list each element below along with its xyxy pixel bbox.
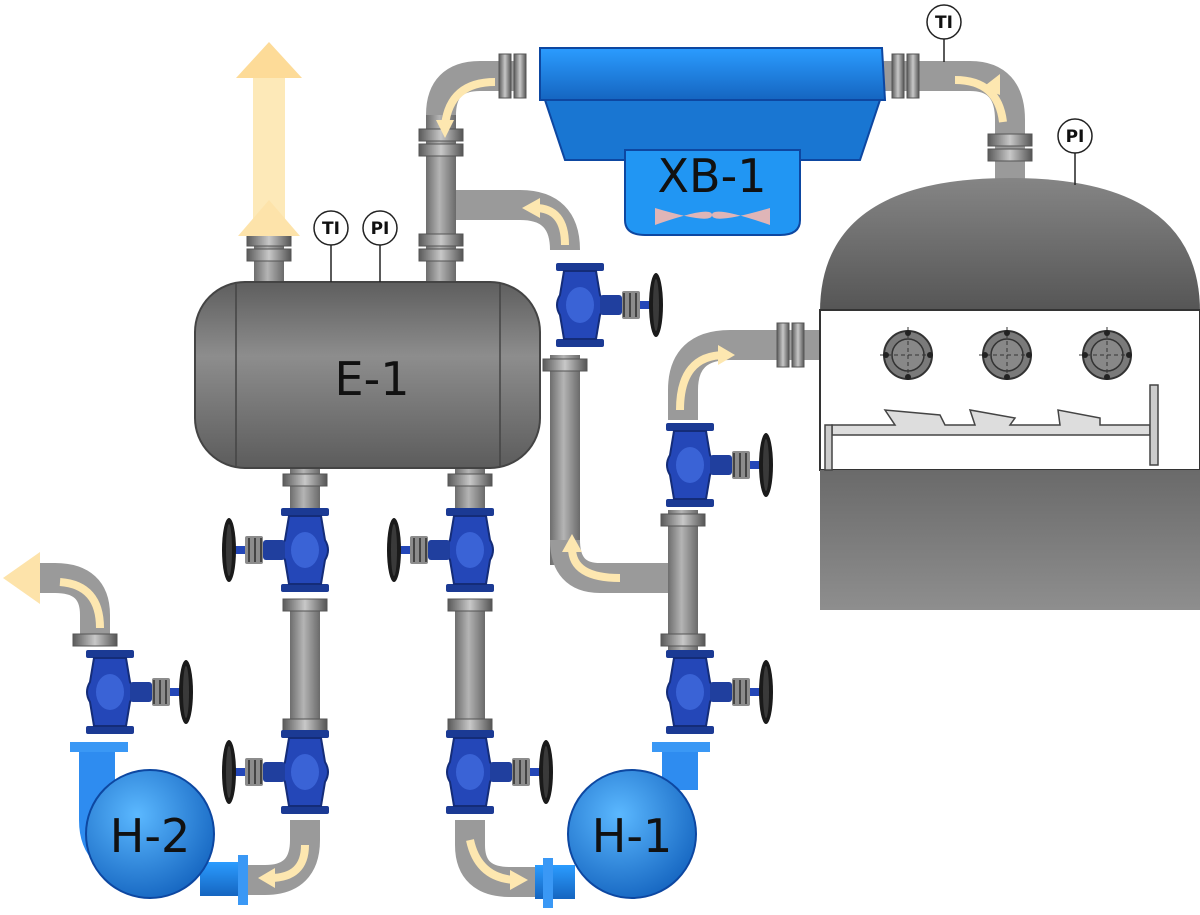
instrument-ti-cooler[interactable]: TI xyxy=(926,4,962,62)
separator-shell xyxy=(194,281,541,469)
return-pipe xyxy=(550,355,580,565)
pi-column-label: PI xyxy=(1066,127,1085,147)
pump-h1-body xyxy=(567,769,697,899)
gate-valve-icon[interactable] xyxy=(665,422,774,508)
pump-h1-label: Н-1 xyxy=(592,809,672,863)
flow-arrow xyxy=(522,198,540,218)
pi-separator-label: PI xyxy=(371,219,390,239)
pump1-suction-blue xyxy=(535,865,575,899)
flow-arrow xyxy=(510,870,528,890)
pump1-inlet-flange xyxy=(543,858,553,908)
pump-h2-body xyxy=(85,769,215,899)
flow-arrow xyxy=(466,839,516,884)
cooler-plenum xyxy=(543,99,882,161)
flow-arrow xyxy=(676,351,726,411)
instrument-pi-separator[interactable]: PI xyxy=(362,210,398,282)
pump2-outlet-flow-arrow xyxy=(3,552,40,604)
gate-valve-icon[interactable] xyxy=(665,649,774,735)
flow-arrow xyxy=(441,78,496,126)
instrument-ti-separator[interactable]: TI xyxy=(313,210,349,282)
gate-valve-icon[interactable] xyxy=(221,729,330,815)
e1-right-leg xyxy=(455,600,485,730)
cooler-header xyxy=(539,47,887,101)
flow-arrow xyxy=(982,74,1000,95)
flow-arrow xyxy=(269,844,309,882)
pump1-flange xyxy=(652,742,710,752)
gate-valve-icon[interactable] xyxy=(85,649,194,735)
pump2-suction-blue xyxy=(200,862,245,896)
flow-arrow xyxy=(258,868,275,888)
pump2-inlet-flange xyxy=(238,855,248,905)
ti-cooler-label: TI xyxy=(935,13,953,33)
instruments: TI PI TI PI xyxy=(313,4,1093,282)
e1-left-leg xyxy=(290,600,320,730)
separator-e1[interactable]: E-1 xyxy=(194,281,541,469)
flow-arrow xyxy=(954,76,1007,123)
air-cooler-xb1[interactable]: ХВ-1 xyxy=(539,47,887,236)
gate-valve-icon[interactable] xyxy=(445,729,554,815)
column-bottom xyxy=(820,470,1200,610)
flow-arrow xyxy=(436,120,454,138)
flow-arrow xyxy=(562,534,582,552)
pump-h2-label: Н-2 xyxy=(110,809,190,863)
flow-arrow xyxy=(568,547,621,582)
flow-arrow xyxy=(718,345,735,365)
column-dome xyxy=(820,178,1200,312)
fan-icon xyxy=(655,208,770,225)
separator-label: E-1 xyxy=(335,352,410,406)
flow-arrow xyxy=(59,578,104,629)
pump1-suction-bend xyxy=(455,820,535,897)
gate-valve-icon[interactable] xyxy=(555,262,664,348)
pump1-discharge-header xyxy=(668,510,698,650)
column-tray-icon xyxy=(824,384,1159,471)
column[interactable] xyxy=(819,178,1200,610)
instrument-pi-column[interactable]: PI xyxy=(1057,118,1093,185)
overhead-bend xyxy=(426,61,520,116)
gate-valve-icon[interactable] xyxy=(386,507,495,593)
pump-h1[interactable]: Н-1 xyxy=(567,769,697,899)
ti-separator-label: TI xyxy=(322,219,340,239)
cooler-label: ХВ-1 xyxy=(658,149,767,203)
vent-flow-arrow xyxy=(236,42,302,236)
pump-h2[interactable]: Н-2 xyxy=(85,769,215,899)
gate-valve-icon[interactable] xyxy=(221,507,330,593)
flow-arrows xyxy=(3,42,1007,890)
pump2-flange xyxy=(70,742,128,752)
